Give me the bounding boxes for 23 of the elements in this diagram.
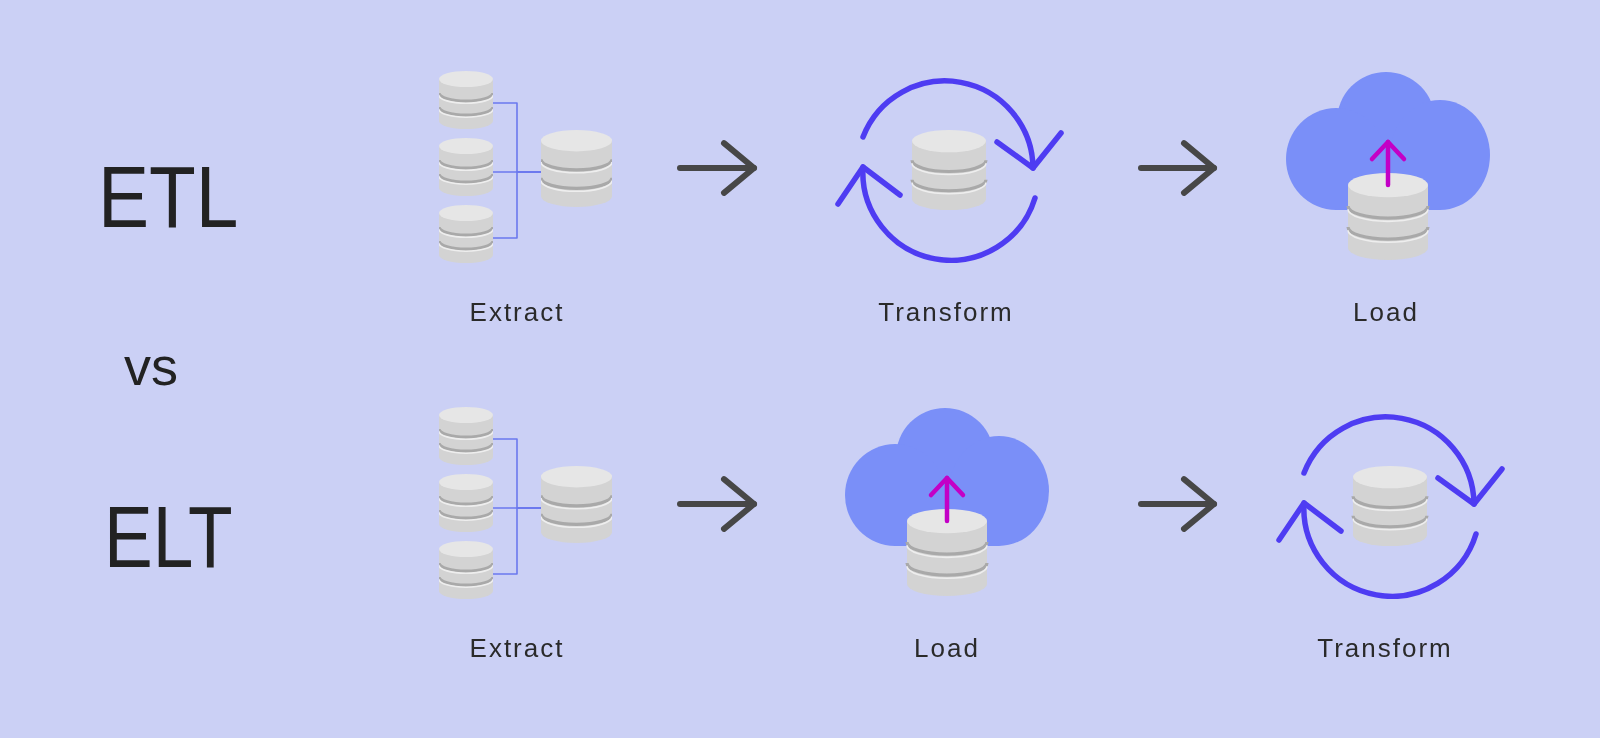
database-icon [439, 138, 493, 196]
database-icon [541, 130, 612, 207]
arrow [1138, 140, 1217, 196]
database-icon [439, 205, 493, 263]
acronym-heading: ELT [104, 493, 233, 581]
stage-label: Transform [1317, 635, 1453, 661]
stage-label: Load [1353, 299, 1419, 325]
arrow [1138, 476, 1217, 532]
database-icon [439, 71, 493, 129]
stage-label: Extract [469, 635, 565, 661]
stage-label: Extract [469, 299, 565, 325]
acronym-heading: ETL [98, 153, 239, 241]
connector-line [492, 507, 542, 575]
database-icon [541, 466, 612, 543]
database-icon [439, 541, 493, 599]
arrow [677, 476, 757, 532]
stage-label: Transform [878, 299, 1014, 325]
arrow [677, 140, 757, 196]
database-icon [439, 474, 493, 532]
connector-line [492, 171, 542, 239]
stage-label: Load [914, 635, 980, 661]
database-icon [439, 407, 493, 465]
versus-label: vs [124, 339, 178, 393]
